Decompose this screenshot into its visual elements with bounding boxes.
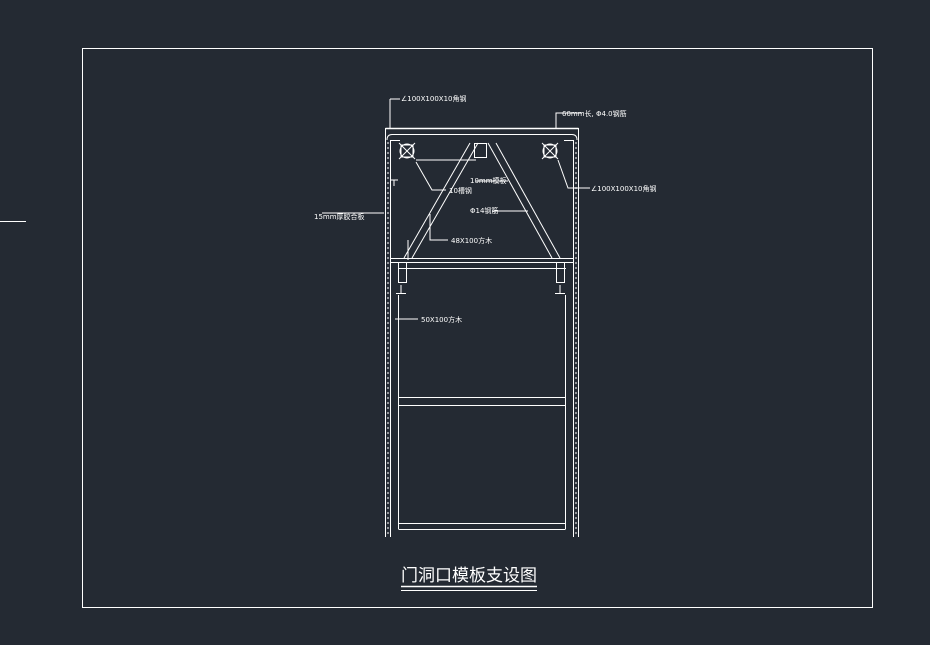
- cross-beam: [390, 179, 574, 294]
- door-opening-formwork: [385, 127, 579, 537]
- leader-lines: [322, 98, 590, 320]
- label-bracing-steel: Φ14钢筋: [470, 206, 498, 215]
- right-corner-clamp: [541, 142, 559, 160]
- label-top-right-bolt: 60mm长, Φ4.0钢筋: [562, 109, 627, 118]
- label-channel-steel: 10槽钢: [449, 186, 472, 195]
- steel-bracing: [403, 142, 561, 259]
- channel-steel: [474, 143, 487, 158]
- label-right-angle: ∠100X100X10角钢: [591, 184, 657, 193]
- label-timber-large: 50X100方木: [421, 315, 462, 324]
- label-top-left-angle: ∠100X100X10角钢: [401, 94, 467, 103]
- drawing-frame: [82, 48, 873, 608]
- label-timber-small: 48X100方木: [451, 236, 492, 245]
- drawing-title: 门洞口模板支设图: [401, 566, 537, 586]
- left-corner-clamp: [398, 142, 416, 160]
- label-plywood-10mm: 10mm模板: [470, 176, 507, 185]
- label-plywood-side: 15mm厚胶合板: [314, 212, 365, 221]
